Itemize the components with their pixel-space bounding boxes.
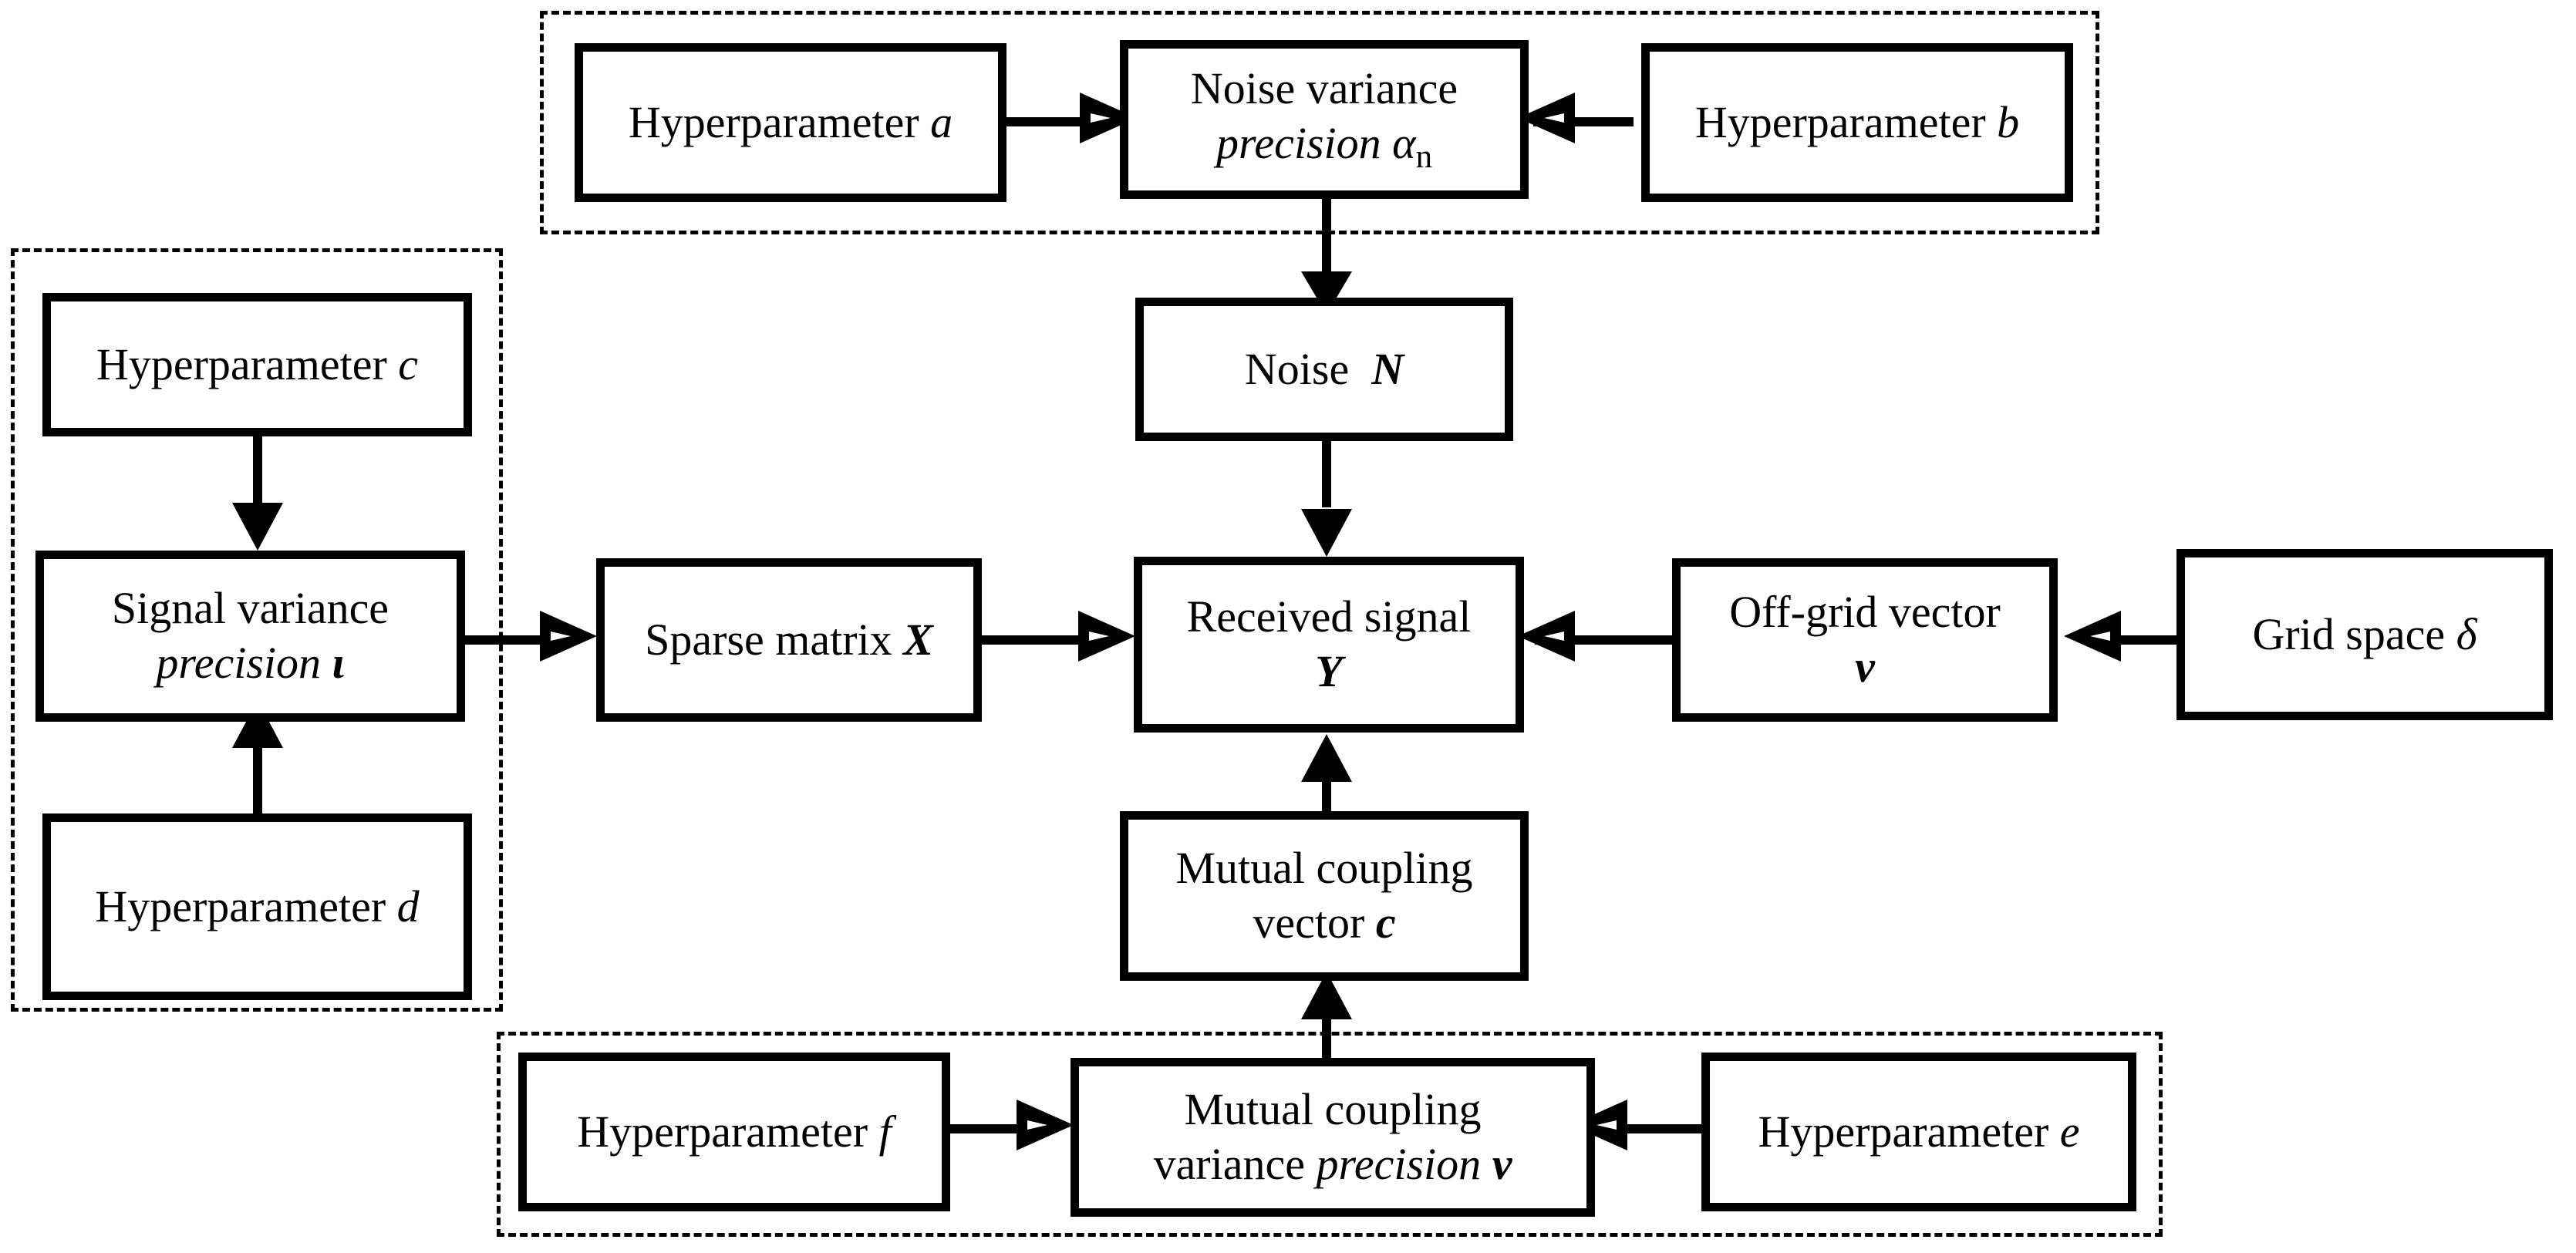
node-text: Noise [1244,344,1372,395]
node-variable: N [1371,344,1404,395]
node-hyperparameter-a[interactable]: Hyperparameter a [575,43,1006,202]
arrowhead-down-signal-variance-top [232,503,283,551]
node-variable: ι [332,638,345,688]
edge-signal-variance-to-sparse-matrix [463,635,555,645]
node-variable: α [1392,117,1416,168]
node-variable: X [903,615,933,665]
node-text: Hyperparameter [1694,97,1998,148]
node-hyperparameter-e[interactable]: Hyperparameter e [1701,1053,2136,1211]
node-label: Noise N [1144,343,1505,395]
node-text-line1: Signal variance [111,583,389,634]
arrowhead-up-signal-variance-bottom [232,700,283,748]
node-variable: e [2059,1106,2080,1157]
node-text-line1: Noise variance [1190,62,1458,113]
arrowhead-left-noise-variance-right [1518,93,1575,143]
node-variable: d [396,881,420,932]
arrowhead-right-sparse-matrix-left [540,611,597,662]
group-signal-prior [11,248,503,1012]
edge-noise-variance-to-noise-n [1322,199,1331,281]
node-variable: c [398,339,419,390]
edge-sparse-matrix-to-received-signal [973,635,1086,645]
node-text: Grid space [2252,609,2456,660]
node-label: Hyperparameter a [583,96,998,148]
arrowhead-right-noise-variance-left [1080,93,1137,143]
node-text-line1: Mutual coupling [1175,843,1473,894]
edge-hyper-f-to-mutual-coupling-variance [942,1124,1033,1133]
arrowhead-right-received-signal-left [1078,611,1135,662]
arrowhead-left-received-signal-right [1518,611,1575,662]
node-text: Hyperparameter [577,1106,879,1157]
node-label: Hyperparameter c [51,339,464,390]
node-variable: v [1855,642,1875,692]
node-text: Hyperparameter [96,339,399,390]
arrowhead-left-offgrid-vector-right [2064,611,2121,662]
group-noise-prior [540,11,2099,234]
node-text: Hyperparameter [628,97,931,148]
node-hyperparameter-b[interactable]: Hyperparameter b [1641,43,2073,202]
node-text-line1: Received signal [1186,591,1472,642]
node-sparse-matrix[interactable]: Sparse matrix X [596,558,982,722]
arrowhead-up-mutual-coupling-vector-bottom [1301,972,1352,1019]
node-text: Hyperparameter [95,881,397,932]
node-text-line2: precision [1216,117,1393,168]
node-label: Hyperparameter d [51,881,464,932]
edge-hyper-a-to-noise-variance [1001,117,1100,126]
node-text-line2: variance [1153,1139,1317,1189]
node-label: Sparse matrix X [605,614,973,665]
node-grid-space[interactable]: Grid space δ [2176,549,2553,720]
node-label: Hyperparameter f [527,1106,942,1157]
arrowhead-down-received-signal-top [1301,509,1352,557]
arrowhead-left-mutual-coupling-variance-right [1570,1100,1627,1150]
node-variable: δ [2456,609,2477,660]
node-label: Grid space δ [2185,608,2544,660]
node-text: Sparse matrix [645,615,904,665]
node-variable-subscript: n [1415,138,1433,175]
node-variable: f [878,1106,892,1157]
arrowhead-right-mutual-coupling-variance-left [1017,1100,1074,1150]
edge-mutual-coupling-variance-to-vector [1322,1016,1331,1063]
node-text-line2: vector [1253,898,1376,948]
node-variable: ν [1492,1139,1512,1189]
arrowhead-down-noise-n-top [1301,271,1352,315]
arrowhead-up-received-signal-bottom [1301,734,1352,782]
edge-hyper-d-to-signal-variance [253,740,262,817]
node-hyperparameter-c[interactable]: Hyperparameter c [42,293,472,436]
node-text-line2-italic: precision [1316,1139,1492,1189]
node-label: Hyperparameter b [1650,96,2065,148]
node-variable: a [930,97,953,148]
node-noise-n[interactable]: Noise N [1135,298,1513,441]
node-variable: b [1997,97,2020,148]
node-hyperparameter-f[interactable]: Hyperparameter f [518,1053,950,1211]
edge-hyper-c-to-signal-variance [253,436,262,513]
node-variable: c [1375,898,1396,948]
node-text-line1: Off-grid vector [1729,587,2001,638]
node-variable: Y [1315,646,1343,696]
node-text-line2: precision [156,638,332,688]
node-text-line1: Mutual coupling [1184,1084,1482,1135]
node-text: Hyperparameter [1758,1106,2060,1157]
node-label: Hyperparameter e [1710,1106,2128,1157]
node-hyperparameter-d[interactable]: Hyperparameter d [42,813,472,1000]
